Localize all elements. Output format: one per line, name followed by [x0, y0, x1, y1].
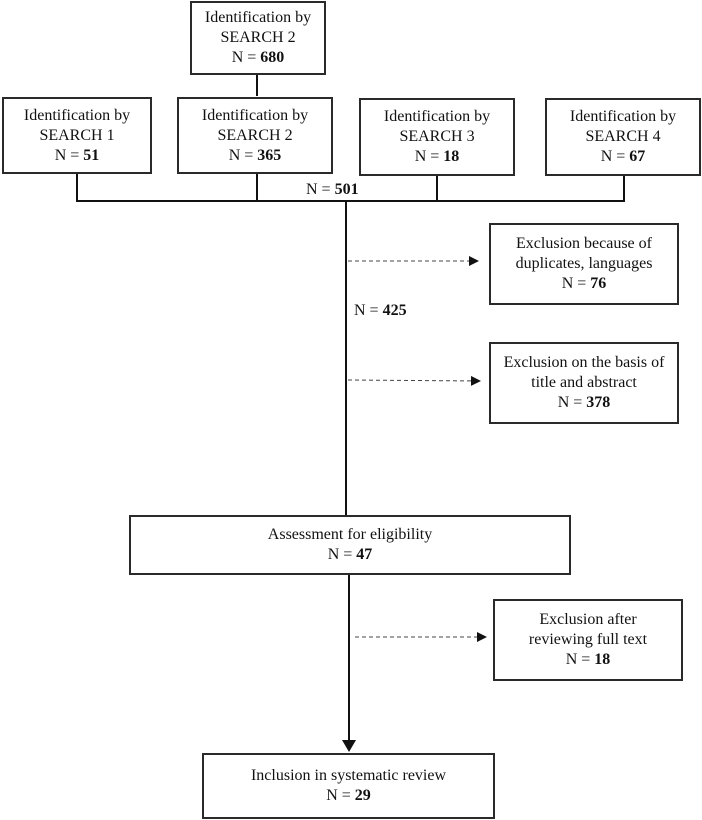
- search2-top-count: N = 680: [231, 49, 285, 66]
- search1-line1: Identification by: [23, 106, 131, 124]
- exclusion-duplicates-count: N = 76: [561, 275, 607, 292]
- search3-box: Identification by SEARCH 3 N = 18: [359, 98, 515, 176]
- search3-count: N = 18: [414, 148, 460, 165]
- exclusion-fulltext-line2: reviewing full text: [528, 631, 648, 648]
- exclusion-fulltext-count: N = 18: [565, 651, 611, 668]
- search4-box: Identification by SEARCH 4 N = 67: [545, 98, 701, 176]
- search1-box: Identification by SEARCH 1 N = 51: [2, 97, 152, 174]
- exclusion-title-count: N = 378: [557, 394, 611, 411]
- inclusion-line1: Inclusion in systematic review: [250, 767, 447, 784]
- search1-line2: SEARCH 1: [39, 126, 115, 144]
- exclusion-title-line2: title and abstract: [531, 374, 637, 391]
- search2-top-box: Identification by SEARCH 2 N = 680: [190, 1, 326, 75]
- exclusion-fulltext-box: Exclusion after reviewing full text N = …: [493, 599, 683, 681]
- exclusion-title-line1: Exclusion on the basis of: [503, 354, 665, 371]
- search1-count: N = 51: [54, 146, 100, 164]
- search4-line1: Identification by: [569, 108, 677, 125]
- search3-line2: SEARCH 3: [399, 128, 475, 145]
- exclusion-fulltext-line1: Exclusion after: [539, 611, 637, 628]
- assessment-line1: Assessment for eligibility: [267, 526, 433, 543]
- merged-count-label: N = 501: [304, 180, 361, 200]
- after-duplicates-count-label: N = 425: [352, 301, 409, 321]
- inclusion-count: N = 29: [326, 787, 371, 804]
- exclusion-title-abstract-box: Exclusion on the basis of title and abst…: [489, 342, 679, 424]
- inclusion-box: Inclusion in systematic review N = 29: [202, 753, 495, 819]
- search2-top-line2: SEARCH 2: [220, 29, 296, 46]
- search4-line2: SEARCH 4: [585, 128, 661, 145]
- arrowhead-inclusion: [342, 740, 356, 752]
- assessment-box: Assessment for eligibility N = 47: [129, 515, 571, 575]
- search2-line1: Identification by: [201, 106, 309, 124]
- exclusion-duplicates-line2: duplicates, languages: [515, 255, 653, 272]
- exclusion-duplicates-line1: Exclusion because of: [516, 235, 652, 252]
- exclusion-duplicates-box: Exclusion because of duplicates, languag…: [489, 223, 679, 305]
- search2-count: N = 365: [228, 146, 282, 164]
- search2-line2: SEARCH 2: [217, 126, 293, 144]
- search3-line1: Identification by: [383, 108, 491, 125]
- arrow-excl-title: [347, 375, 481, 386]
- assessment-count: N = 47: [327, 546, 373, 563]
- search2-top-line1: Identification by: [204, 9, 312, 26]
- search4-count: N = 67: [600, 148, 646, 165]
- search2-box: Identification by SEARCH 2 N = 365: [177, 97, 333, 174]
